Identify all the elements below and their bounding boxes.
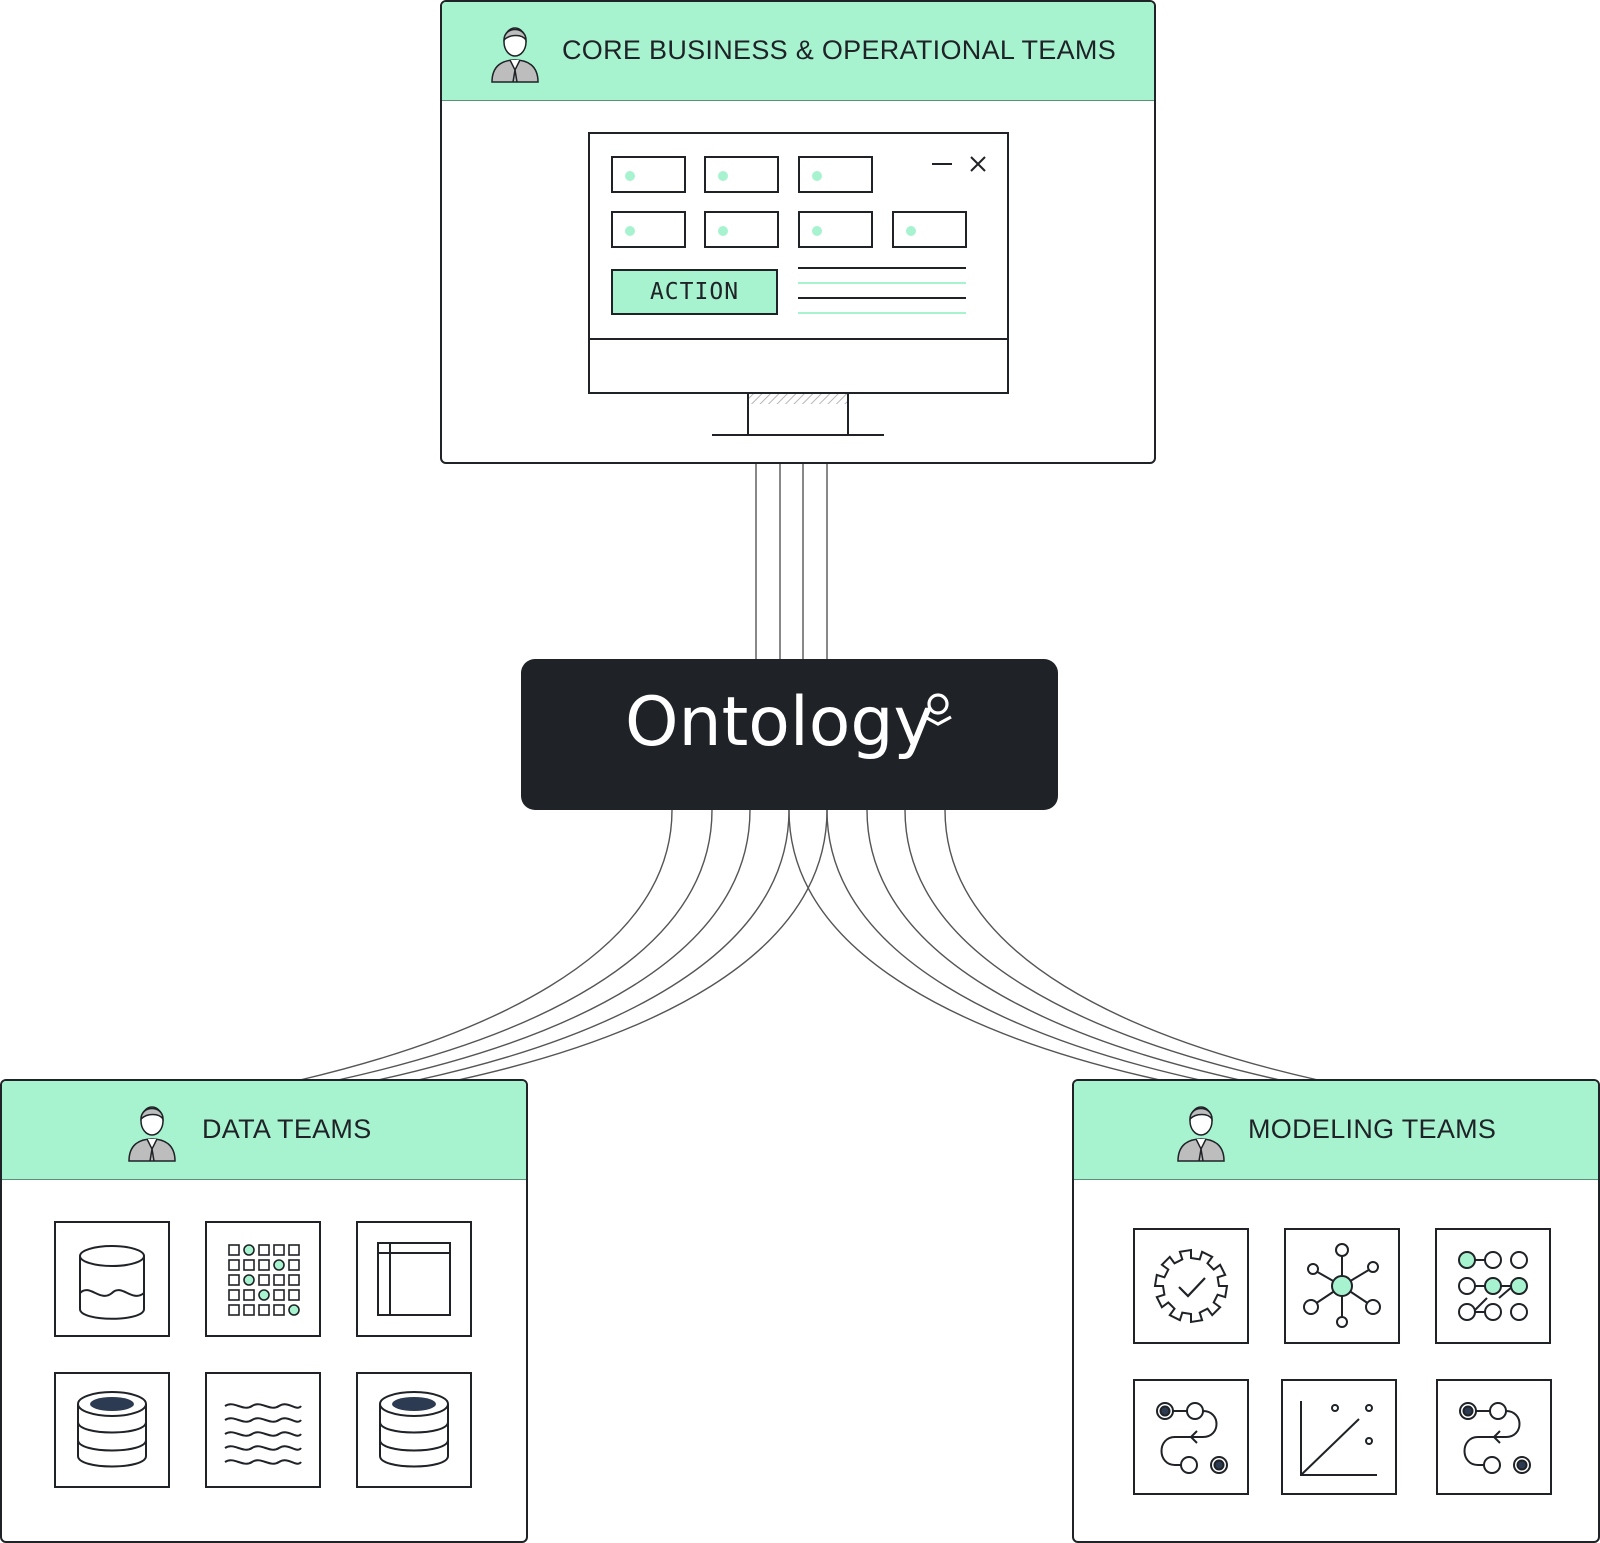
text-lines bbox=[798, 267, 966, 314]
matrix-cell bbox=[258, 1274, 270, 1286]
matrix-cell bbox=[273, 1274, 285, 1286]
database-icon bbox=[379, 1391, 449, 1468]
field-button[interactable] bbox=[611, 211, 686, 248]
data-teams-header: DATA TEAMS bbox=[2, 1081, 526, 1180]
status-dot bbox=[718, 171, 728, 181]
matrix-cell bbox=[288, 1274, 300, 1286]
left-connector-lines bbox=[299, 809, 828, 1081]
matrix-cell bbox=[258, 1289, 270, 1301]
data-lake-icon bbox=[79, 1245, 145, 1320]
monitor-stand bbox=[712, 392, 884, 436]
field-button[interactable] bbox=[704, 156, 779, 193]
core-business-header: CORE BUSINESS & OPERATIONAL TEAMS bbox=[442, 2, 1154, 101]
data-teams-title: DATA TEAMS bbox=[202, 1114, 372, 1144]
scatter-trend-icon bbox=[1300, 1401, 1377, 1476]
matrix-cell bbox=[288, 1244, 300, 1256]
matrix-cell bbox=[273, 1244, 285, 1256]
matrix-cell bbox=[243, 1274, 255, 1286]
matrix-cell bbox=[273, 1289, 285, 1301]
core-business-panel: CORE BUSINESS & OPERATIONAL TEAMS ACTION bbox=[440, 0, 1156, 464]
matrix-cell bbox=[228, 1259, 240, 1271]
action-button[interactable]: ACTION bbox=[611, 269, 778, 315]
network-hub-icon bbox=[1303, 1243, 1381, 1328]
node-graph-icon bbox=[1458, 1251, 1528, 1321]
palantir-logo-icon bbox=[924, 693, 952, 726]
status-dot bbox=[718, 226, 728, 236]
table-icon bbox=[377, 1242, 451, 1316]
modeling-teams-panel: MODELING TEAMS bbox=[1072, 1079, 1600, 1543]
matrix-cell bbox=[243, 1289, 255, 1301]
database-tile[interactable] bbox=[356, 1372, 472, 1488]
workflow-tile[interactable] bbox=[1436, 1379, 1552, 1495]
network-hub-tile[interactable] bbox=[1284, 1228, 1400, 1344]
data-teams-panel: DATA TEAMS bbox=[0, 1079, 528, 1543]
matrix-cell bbox=[288, 1289, 300, 1301]
matrix-cell bbox=[288, 1304, 300, 1316]
workflow-icon bbox=[1156, 1402, 1228, 1474]
matrix-cell bbox=[258, 1244, 270, 1256]
workflow-tile[interactable] bbox=[1133, 1379, 1249, 1495]
matrix-cell bbox=[243, 1304, 255, 1316]
modeling-teams-header: MODELING TEAMS bbox=[1074, 1081, 1598, 1180]
matrix-cell bbox=[288, 1259, 300, 1271]
matrix-cell bbox=[273, 1259, 285, 1271]
field-button[interactable] bbox=[611, 156, 686, 193]
matrix-cell bbox=[243, 1259, 255, 1271]
app-monitor: ACTION bbox=[588, 132, 1009, 394]
gear-shape bbox=[1153, 1248, 1229, 1324]
matrix-cell bbox=[228, 1244, 240, 1256]
data-lake-tile[interactable] bbox=[54, 1221, 170, 1337]
database-tile[interactable] bbox=[54, 1372, 170, 1488]
status-dot bbox=[812, 171, 822, 181]
field-button[interactable] bbox=[704, 211, 779, 248]
matrix-cell bbox=[273, 1304, 285, 1316]
status-dot bbox=[625, 171, 635, 181]
gear-check-icon bbox=[1153, 1248, 1229, 1324]
right-connector-lines bbox=[788, 809, 1319, 1081]
stream-icon bbox=[224, 1403, 302, 1465]
field-button[interactable] bbox=[798, 211, 873, 248]
close-icon[interactable] bbox=[968, 154, 988, 174]
user-avatar-icon bbox=[128, 1106, 176, 1162]
matrix-cell bbox=[228, 1289, 240, 1301]
stream-tile[interactable] bbox=[205, 1372, 321, 1488]
core-business-title: CORE BUSINESS & OPERATIONAL TEAMS bbox=[562, 35, 1117, 65]
dot-matrix-tile[interactable] bbox=[205, 1221, 321, 1337]
modeling-teams-title: MODELING TEAMS bbox=[1248, 1114, 1497, 1144]
status-dot bbox=[906, 226, 916, 236]
app-window: ACTION bbox=[590, 134, 1007, 340]
matrix-cell bbox=[228, 1304, 240, 1316]
dot-matrix-icon bbox=[228, 1244, 300, 1316]
node-graph-tile[interactable] bbox=[1435, 1228, 1551, 1344]
ontology-label: Ontology bbox=[625, 683, 934, 762]
status-dot bbox=[812, 226, 822, 236]
field-button[interactable] bbox=[798, 156, 873, 193]
field-button[interactable] bbox=[892, 211, 967, 248]
table-tile[interactable] bbox=[356, 1221, 472, 1337]
matrix-cell bbox=[258, 1304, 270, 1316]
gear-check-tile[interactable] bbox=[1133, 1228, 1249, 1344]
ontology-box: Ontology bbox=[521, 659, 1058, 810]
user-avatar-icon bbox=[1177, 1106, 1225, 1162]
top-connector-lines bbox=[755, 463, 828, 659]
minimize-icon[interactable] bbox=[930, 152, 954, 176]
workflow-icon bbox=[1459, 1402, 1531, 1474]
status-dot bbox=[625, 226, 635, 236]
matrix-cell bbox=[228, 1274, 240, 1286]
scatter-trend-tile[interactable] bbox=[1281, 1379, 1397, 1495]
matrix-cell bbox=[258, 1259, 270, 1271]
matrix-cell bbox=[243, 1244, 255, 1256]
check-mark bbox=[1178, 1277, 1206, 1298]
user-avatar-icon bbox=[491, 27, 539, 83]
database-icon bbox=[77, 1391, 147, 1468]
